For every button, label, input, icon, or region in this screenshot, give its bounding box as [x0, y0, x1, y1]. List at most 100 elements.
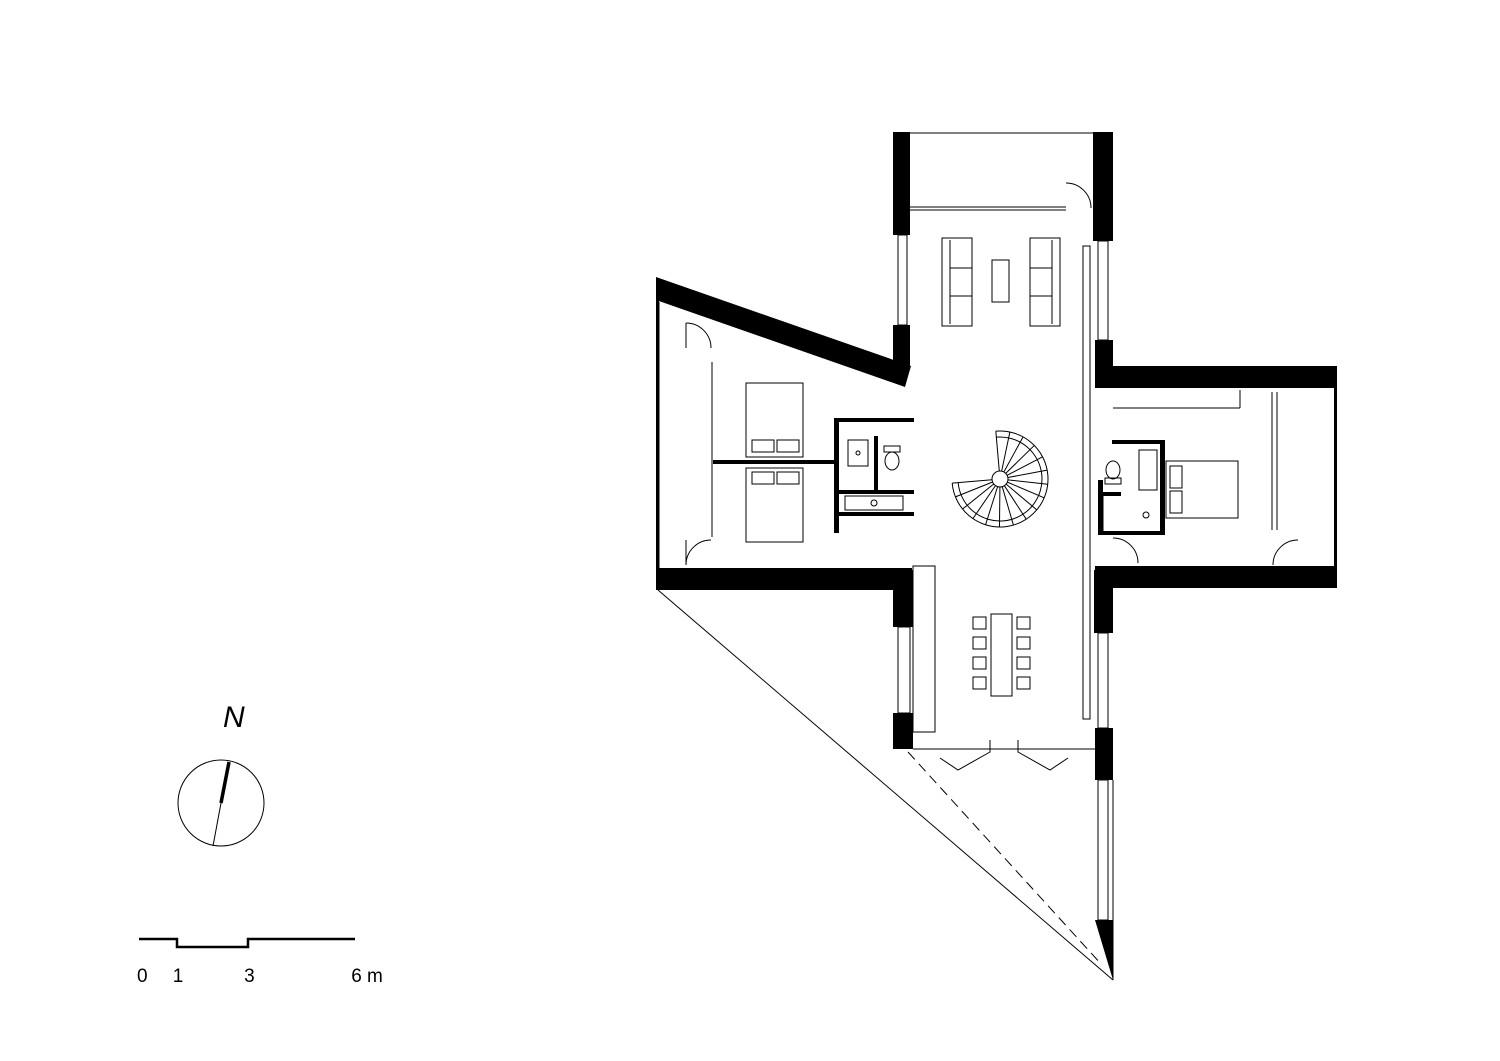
- wall-center-west-bottom: [893, 713, 913, 749]
- stair-tread: [1007, 479, 1048, 485]
- stair-tread: [1007, 469, 1048, 479]
- chair-e4: [1016, 676, 1031, 690]
- scale-bar: 0 1 3 6 m: [137, 937, 383, 987]
- partition-west-bath-west: [834, 420, 839, 533]
- door-west-wing-south: [685, 539, 712, 566]
- stair-core: [991, 470, 1009, 488]
- furniture: [745, 237, 1239, 697]
- thin-outlines: [657, 132, 1299, 981]
- stair-tread: [985, 486, 999, 525]
- wall-east-wing-south: [1095, 566, 1337, 588]
- scale-tick-label-3: 6 m: [351, 966, 383, 987]
- solid-walls: [656, 132, 1337, 980]
- dining-table: [990, 613, 1013, 697]
- stair-tread: [1001, 486, 1014, 526]
- wall-east-wing-east: [1334, 386, 1337, 568]
- wall-center-east-bottom: [1095, 728, 1113, 780]
- wall-west-wing-south: [656, 568, 912, 590]
- door-west-wing-north: [685, 322, 712, 349]
- coffee-table: [991, 259, 1010, 303]
- chair-w4: [972, 676, 987, 690]
- wall-center-west-north: [893, 132, 910, 235]
- chair-w1: [972, 616, 987, 630]
- north-arrow-needle-bold: [219, 761, 231, 804]
- spiral-staircase: [951, 430, 1049, 528]
- shower-west: [844, 495, 904, 511]
- partition-east-bath-north: [1112, 440, 1164, 444]
- sofa-east: [1029, 237, 1061, 327]
- wall-south-tip: [1095, 920, 1113, 980]
- wall-west-wing-north: [656, 277, 911, 387]
- sofa-west: [941, 237, 973, 327]
- window-center-west-north: [897, 234, 908, 326]
- stair-tread: [952, 479, 993, 484]
- stair-tread: [995, 431, 1000, 472]
- stair-tread: [955, 481, 993, 498]
- scale-bar-line: [139, 937, 355, 949]
- window-center-east-north: [1097, 240, 1109, 341]
- counter-east: [1082, 245, 1091, 720]
- bed-west-north: [745, 382, 804, 458]
- north-arrow-needle-thin: [212, 802, 222, 847]
- chair-w2: [972, 636, 987, 650]
- wall-center-west-wedge: [893, 325, 910, 370]
- pillow-wn-2: [776, 439, 800, 453]
- bed-west-south: [745, 467, 804, 543]
- deck-west-edge: [657, 589, 1114, 981]
- bathtub-east: [1138, 449, 1158, 491]
- partition-west-bath-south: [834, 512, 914, 516]
- scale-tick-label-1: 1: [173, 966, 184, 987]
- scale-tick-label-2: 3: [244, 966, 255, 987]
- wall-west-wing-west: [656, 298, 659, 570]
- stair-tread: [1007, 481, 1045, 499]
- stair-outer-arc: [951, 430, 1049, 528]
- pillow-wn-1: [751, 439, 775, 453]
- stair-tread: [1003, 436, 1024, 473]
- scale-tick-label-0: 0: [137, 966, 148, 987]
- stair-tread: [1005, 483, 1038, 511]
- partition-east-bath-east: [1160, 440, 1165, 535]
- partition-west-bath-inner: [874, 436, 878, 494]
- stair-tread: [962, 483, 995, 510]
- stair-tread: [1003, 485, 1027, 520]
- chair-e2: [1016, 636, 1031, 650]
- partition-east-bath-west: [1098, 480, 1103, 535]
- pillow-e-2: [1169, 490, 1183, 514]
- pillow-ws-1: [751, 471, 775, 485]
- stair-tread: [1001, 431, 1011, 472]
- sink-west-drain: [855, 450, 861, 456]
- partition-east-bath-south: [1098, 531, 1165, 535]
- stair-tread: [1005, 445, 1035, 474]
- pillow-e-1: [1169, 465, 1183, 489]
- door-east-wing-se: [1272, 539, 1299, 566]
- toilet-west-tank: [883, 445, 901, 453]
- window-center-west-south: [897, 626, 911, 714]
- partition-west-bedrooms: [713, 460, 835, 464]
- north-arrow: N: [177, 701, 265, 847]
- wall-east-wing-north: [1095, 366, 1337, 388]
- wall-center-east-north: [1093, 132, 1113, 241]
- deck-dashed-edge: [907, 751, 1103, 966]
- pillow-ws-2: [776, 471, 800, 485]
- stair-tread: [972, 485, 996, 519]
- chair-e1: [1016, 616, 1031, 630]
- north-label: N: [223, 701, 245, 734]
- door-north-terrace: [1065, 182, 1092, 209]
- window-east-south: [1097, 779, 1109, 921]
- toilet-west-bowl: [884, 451, 900, 471]
- door-south-east: [1017, 740, 1069, 771]
- chair-w3: [972, 656, 987, 670]
- shower-west-drain: [870, 499, 878, 507]
- bed-east: [1165, 460, 1239, 519]
- counter-west: [912, 565, 936, 733]
- chair-e3: [1016, 656, 1031, 670]
- partition-east-bath-mid: [1103, 492, 1121, 496]
- door-east-wing-sw: [1112, 537, 1139, 564]
- door-south-west: [939, 740, 991, 771]
- sink-east-drain: [1142, 511, 1150, 519]
- toilet-east-bowl: [1105, 460, 1121, 480]
- stair-tread: [1006, 456, 1043, 476]
- partition-west-bath-north: [834, 418, 914, 422]
- sink-west: [847, 439, 869, 467]
